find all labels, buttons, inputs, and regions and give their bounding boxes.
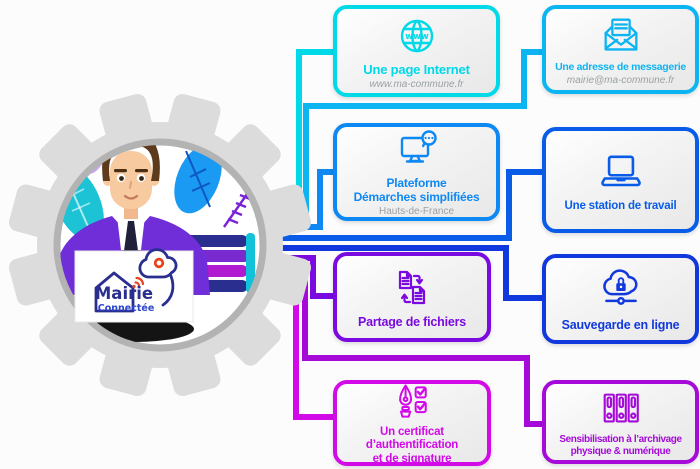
logo-subtitle: Connectée xyxy=(98,303,155,314)
pen-signature-icon xyxy=(390,380,434,424)
service-title: Un certificat d’authentification et de s… xyxy=(365,426,459,465)
svg-text:www: www xyxy=(405,32,429,42)
service-subtitle: Hauts-de-France xyxy=(378,206,455,218)
wifi-icon xyxy=(132,276,145,289)
connector-station-travail xyxy=(232,169,543,241)
cloud-icon xyxy=(138,248,178,279)
cloud-dot xyxy=(153,257,165,269)
service-title: Une page Internet xyxy=(363,61,470,77)
service-title: Une adresse de messagerie xyxy=(555,60,686,73)
cloud-tail xyxy=(161,274,175,307)
service-title: Sensibilisation à l’archivage physique &… xyxy=(559,434,682,457)
service-card-partage-fichiers: Partage de fichiers xyxy=(333,252,491,342)
service-title: Plateforme Démarches simplifiées xyxy=(353,175,480,204)
globe-www-icon: www xyxy=(393,12,441,60)
service-card-messagerie: Une adresse de messagerie mairie@ma-comm… xyxy=(542,5,699,94)
service-card-page-internet: www Une page Internet www.ma-commune.fr xyxy=(333,5,500,97)
binders-icon xyxy=(598,386,644,432)
service-card-certificat: Un certificat d’authentification et de s… xyxy=(333,380,491,466)
house-icon xyxy=(94,271,135,313)
logo-sign: Mairie Connectée xyxy=(74,248,194,323)
service-title: Partage de fichiers xyxy=(357,314,467,329)
service-subtitle: mairie@ma-commune.fr xyxy=(566,75,675,87)
cloud-lock-icon xyxy=(596,266,646,316)
connector-sauvegarde xyxy=(232,245,543,301)
service-card-archivage: Sensibilisation à l’archivage physique &… xyxy=(542,380,699,464)
mairie-illustration: Mairie Connectée xyxy=(8,93,312,397)
service-card-plateforme: Plateforme Démarches simplifiées Hauts-d… xyxy=(333,123,500,221)
service-card-station-travail: Une station de travail xyxy=(542,127,699,233)
monitor-chat-icon xyxy=(393,127,441,175)
laptop-icon xyxy=(595,146,647,198)
open-envelope-icon xyxy=(598,13,644,59)
service-card-sauvegarde: Sauvegarde en ligne xyxy=(542,254,699,344)
service-subtitle: www.ma-commune.fr xyxy=(369,79,464,91)
file-exchange-icon xyxy=(388,265,436,313)
service-title: Sauvegarde en ligne xyxy=(561,317,680,332)
service-title: Une station de travail xyxy=(564,200,677,213)
logo-title: Mairie xyxy=(95,284,153,303)
